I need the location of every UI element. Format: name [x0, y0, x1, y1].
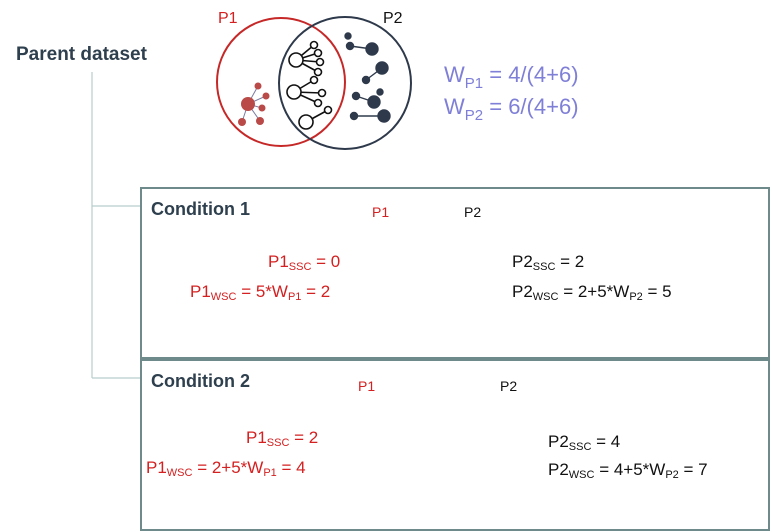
c1-p2-ssc: P2SSC = 2	[512, 252, 585, 273]
parent-p1-circle	[216, 17, 346, 147]
condition1-title: Condition 1	[151, 199, 250, 219]
c1-p1-ssc: P1SSC = 0	[268, 252, 341, 273]
condition1-panel	[140, 187, 770, 359]
parent-p1-label: P1	[218, 10, 238, 27]
tree-connector	[91, 72, 140, 379]
condition2-title: Condition 2	[151, 371, 250, 391]
c2-p2-label: P2	[500, 378, 518, 394]
parent-dataset-label: Parent dataset	[16, 44, 147, 65]
c2-p2-ssc: P2SSC = 4	[548, 432, 621, 453]
parent-venn	[216, 16, 412, 150]
c2-p1-wsc: P1WSC = 2+5*WP1 = 4	[146, 458, 306, 479]
condition2-panel	[140, 359, 770, 531]
c1-p1-wsc: P1WSC = 5*WP1 = 2	[190, 282, 331, 303]
parent-p2-circle	[278, 16, 412, 150]
weight-p2-equation: WP2 = 6/(4+6)	[444, 94, 579, 124]
weight-p1-equation: WP1 = 4/(4+6)	[444, 62, 579, 92]
c2-p2-wsc: P2WSC = 4+5*WP2 = 7	[548, 460, 708, 481]
c2-p1-label: P1	[358, 378, 376, 394]
parent-dark-cluster	[344, 32, 391, 123]
parent-red-cluster	[238, 82, 270, 126]
c2-p1-ssc: P1SSC = 2	[246, 428, 319, 449]
parent-p2-label: P2	[383, 10, 403, 27]
c1-p2-label: P2	[464, 204, 482, 220]
c1-p1-label: P1	[372, 204, 390, 220]
parent-white-cluster	[286, 40, 333, 130]
c1-p2-wsc: P2WSC = 2+5*WP2 = 5	[512, 282, 672, 303]
